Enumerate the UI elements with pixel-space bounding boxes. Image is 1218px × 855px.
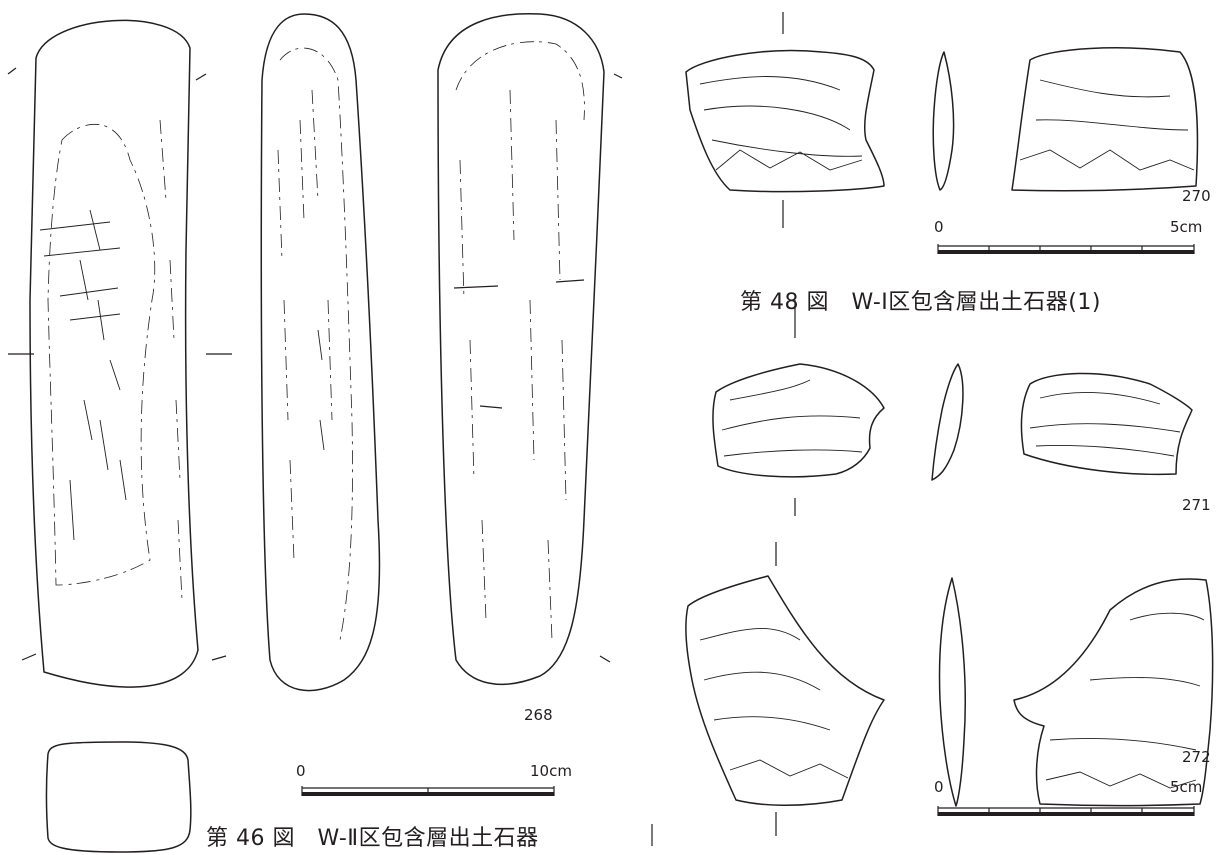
scale-5cm-bottom-end-label: 5cm [1170,778,1203,796]
artifact-270-views [685,12,1199,228]
figure-46-caption: 第 46 図 W-Ⅱ区包含層出土石器 [206,826,539,851]
scale-5cm-top-start-label: 0 [934,218,944,236]
artifact-272-views [685,542,1214,836]
item-number-270: 270 [1182,187,1211,205]
scale-10cm-start-label: 0 [296,762,306,780]
alignment-ticks-268 [7,67,623,663]
scale-bar-10cm [301,786,555,796]
scale-10cm-end-label: 10cm [530,762,572,780]
scale-5cm-top-end-label: 5cm [1170,218,1203,236]
artifact-268-side-view [260,13,381,692]
scale-bar-5cm-top [937,244,1195,254]
artifact-268-front-view [29,19,199,688]
scale-5cm-bottom-start-label: 0 [934,778,944,796]
figure-48-caption: 第 48 図 W-Ⅰ区包含層出土石器(1) [740,290,1101,315]
item-number-271: 271 [1182,496,1211,514]
item-number-272: 272 [1182,748,1211,766]
scale-bar-5cm-bottom [937,806,1195,816]
artifact-268-back-view [437,12,605,686]
artifact-271-views [712,300,1193,516]
artifact-268-section [45,741,192,853]
item-number-268: 268 [524,706,553,724]
